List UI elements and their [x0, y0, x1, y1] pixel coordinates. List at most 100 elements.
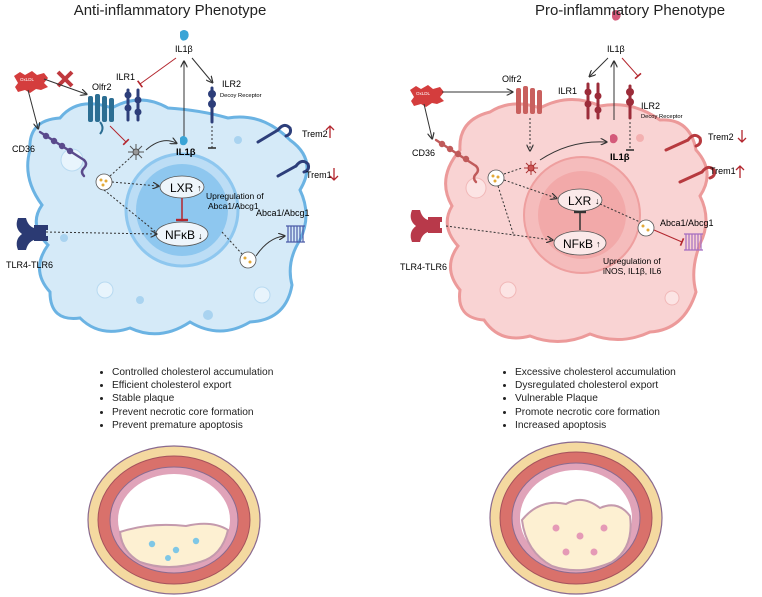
- cd36-label: CD36: [412, 148, 435, 158]
- nfkb-down-arrow: ↓: [198, 231, 203, 241]
- il1b-to-ilr1-inhibit: [137, 57, 177, 88]
- droplet-to-inflammasome: [503, 167, 523, 175]
- lipid-dot: [104, 179, 108, 183]
- nfkb-oval: [553, 230, 607, 256]
- anti-outcomes-list: Controlled cholesterol accumulation Effi…: [96, 366, 273, 432]
- il1b-to-ilr1-arrow: [590, 57, 609, 76]
- trem1-down-arrow: [329, 168, 339, 181]
- list-item: Promote necrotic core formation: [515, 406, 676, 419]
- decoy-receptor-label: Decoy Receptor: [641, 114, 683, 120]
- vacuole: [253, 286, 271, 304]
- cd36-receptor-icon: [434, 138, 480, 184]
- vacuole: [60, 234, 68, 242]
- nucleus-to-export: [221, 231, 243, 255]
- ilr2-receptor-icon: [208, 86, 216, 124]
- oxldl-to-cd36-arrow: [423, 103, 432, 138]
- artery-anti: [87, 445, 261, 595]
- inflammasome-to-il1b-arrow: [145, 141, 176, 151]
- lxr-down-arrow: ↓: [595, 196, 600, 206]
- abca1-transporter-icon: [286, 225, 305, 243]
- oxldl-to-cd36-arrow: [27, 89, 38, 128]
- pro-inflammatory-title: Pro-inflammatory Phenotype: [534, 2, 726, 19]
- tlr4-tlr6-receptor-icon: [410, 210, 442, 242]
- trem1-label: Trem1: [306, 170, 332, 180]
- vacuole: [203, 310, 213, 320]
- lxr-to-export: [599, 203, 641, 223]
- abca1-label: Abca1/Abcg1: [256, 208, 310, 218]
- oxldl-label: OxLDL: [20, 77, 35, 82]
- trem2-up-arrow: [325, 125, 335, 138]
- droplet-to-inflammasome: [109, 157, 131, 177]
- trem1-receptor-icon: [276, 159, 310, 178]
- ilr2-label: ILR2: [222, 79, 241, 89]
- lxr-label: LXR: [170, 181, 194, 195]
- lxr-up-arrow: ↑: [197, 183, 202, 193]
- il1b-ligand-icon: [612, 10, 621, 21]
- inflammasome-icon: [128, 144, 144, 160]
- nfkb-label: NFκB: [165, 228, 195, 242]
- upregulation-label-2: Abca1/Abcg1: [208, 201, 259, 211]
- ilr1-receptor-icon: [124, 88, 142, 122]
- lipid-dot: [101, 183, 105, 187]
- upregulation-label-1: Upregulation of: [206, 191, 264, 201]
- right-panel: LXR ↓ NFκB ↑ Upregulation of iNOS, IL1β,…: [400, 10, 747, 343]
- trem2-receptor-icon: [256, 123, 292, 144]
- export-inhibit: [653, 229, 685, 246]
- lipid-dot: [243, 256, 247, 260]
- cd36-receptor-icon: [38, 130, 88, 178]
- trem2-label: Trem2: [302, 129, 328, 139]
- il1b-to-ilr2-arrow: [191, 57, 212, 82]
- list-item: Prevent premature apoptosis: [112, 419, 273, 432]
- list-item: Stable plaque: [112, 392, 273, 405]
- lxr-label: LXR: [568, 194, 592, 208]
- olfr2-label: Olfr2: [502, 74, 522, 84]
- droplet-to-nfkb: [497, 185, 515, 237]
- il1b-intracell-icon: [610, 134, 618, 144]
- oxldl-label: OxLDL: [416, 91, 431, 96]
- ilr2-label: ILR2: [641, 101, 660, 111]
- oxldl-particle-icon: [14, 71, 48, 93]
- lipid-dot: [646, 228, 650, 232]
- droplet-to-nfkb: [103, 189, 157, 233]
- il1b-top-label: IL1β: [607, 44, 625, 54]
- il1b-to-ilr2-inhibit: [621, 57, 642, 80]
- vacuole: [465, 177, 487, 199]
- lipid-dot: [99, 178, 103, 182]
- tlr-to-nfkb: [445, 225, 552, 240]
- lipid-dot: [248, 260, 252, 264]
- ilr1-label: ILR1: [558, 86, 577, 96]
- lipid-dot: [491, 174, 495, 178]
- list-item: Efficient cholesterol export: [112, 379, 273, 392]
- trem1-up-arrow: [735, 165, 745, 178]
- lipid-dot: [496, 175, 500, 179]
- export-droplet-icon: [637, 219, 655, 237]
- trem1-receptor-icon: [678, 165, 716, 184]
- olfr2-inhibit: [109, 125, 130, 146]
- il1b-cell-label: IL1β: [176, 147, 196, 158]
- tlr-label: TLR4-TLR6: [400, 262, 447, 272]
- export-droplet-icon: [239, 251, 257, 269]
- il1b-ligand-icon: [180, 30, 189, 41]
- olfr2-receptor-icon: [516, 86, 542, 114]
- list-item: Increased apoptosis: [515, 419, 676, 432]
- ilr1-label: ILR1: [116, 72, 135, 82]
- trem2-label: Trem2: [708, 132, 734, 142]
- vacuole: [664, 290, 680, 306]
- oxldl-particle-icon: [410, 85, 444, 107]
- export-arrow: [255, 236, 284, 257]
- tlr4-tlr6-receptor-icon: [16, 218, 48, 250]
- vacuole: [636, 134, 644, 142]
- left-panel: LXR ↑ NFκB ↓ Upregulation of Abca1/Abcg1…: [6, 30, 339, 336]
- lipid-dot: [641, 224, 645, 228]
- lipid-dot: [493, 179, 497, 183]
- il1b-cell-label: IL1β: [610, 152, 630, 163]
- list-item: Prevent necrotic core formation: [112, 406, 273, 419]
- artery-pro: [489, 441, 663, 595]
- list-item: Excessive cholesterol accumulation: [515, 366, 676, 379]
- pro-outcomes-list: Excessive cholesterol accumulation Dysre…: [499, 366, 676, 432]
- trem1-label: Trem1: [710, 166, 736, 176]
- cd36-label: CD36: [12, 144, 35, 154]
- list-item: Dysregulated cholesterol export: [515, 379, 676, 392]
- lipid-droplet-icon: [95, 173, 113, 191]
